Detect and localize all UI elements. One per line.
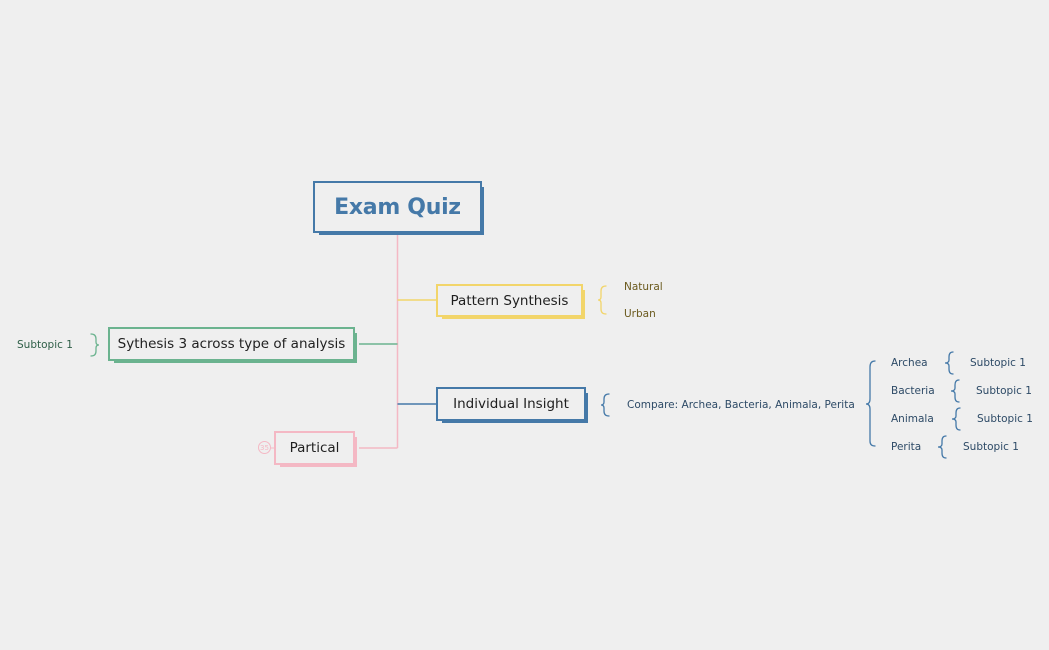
subtopic-1[interactable]: Subtopic 1 xyxy=(963,441,1019,453)
topic-label: Pattern Synthesis xyxy=(450,292,569,309)
subtopic-bacteria[interactable]: Bacteria xyxy=(891,385,935,397)
subtopic-1[interactable]: Subtopic 1 xyxy=(976,385,1032,397)
collapsed-count-badge[interactable]: 35 xyxy=(258,441,271,454)
subtopic-natural[interactable]: Natural xyxy=(624,281,663,293)
topic-synthesis-3[interactable]: Sythesis 3 across type of analysis xyxy=(108,327,357,363)
subtopic-1[interactable]: Subtopic 1 xyxy=(977,413,1033,425)
subtopic-perita[interactable]: Perita xyxy=(891,441,922,453)
root-topic[interactable]: Exam Quiz xyxy=(313,181,484,235)
subtopic-animala[interactable]: Animala xyxy=(891,413,934,425)
subtopic-archea[interactable]: Archea xyxy=(891,357,928,369)
brace-icon xyxy=(597,285,607,315)
subtopic-urban[interactable]: Urban xyxy=(624,308,656,320)
topic-individual-insight[interactable]: Individual Insight xyxy=(436,387,588,423)
subtopic-compare[interactable]: Compare: Archea, Bacteria, Animala, Peri… xyxy=(627,399,855,411)
topic-partical[interactable]: Partical xyxy=(274,431,357,467)
topic-label: Sythesis 3 across type of analysis xyxy=(117,336,346,352)
subtopic-1[interactable]: Subtopic 1 xyxy=(17,339,73,351)
topic-pattern-synthesis[interactable]: Pattern Synthesis xyxy=(436,284,585,319)
topic-label: Individual Insight xyxy=(453,396,569,412)
topic-label: Partical xyxy=(289,440,340,456)
subtopic-1[interactable]: Subtopic 1 xyxy=(970,357,1026,369)
root-topic-label: Exam Quiz xyxy=(334,194,461,220)
